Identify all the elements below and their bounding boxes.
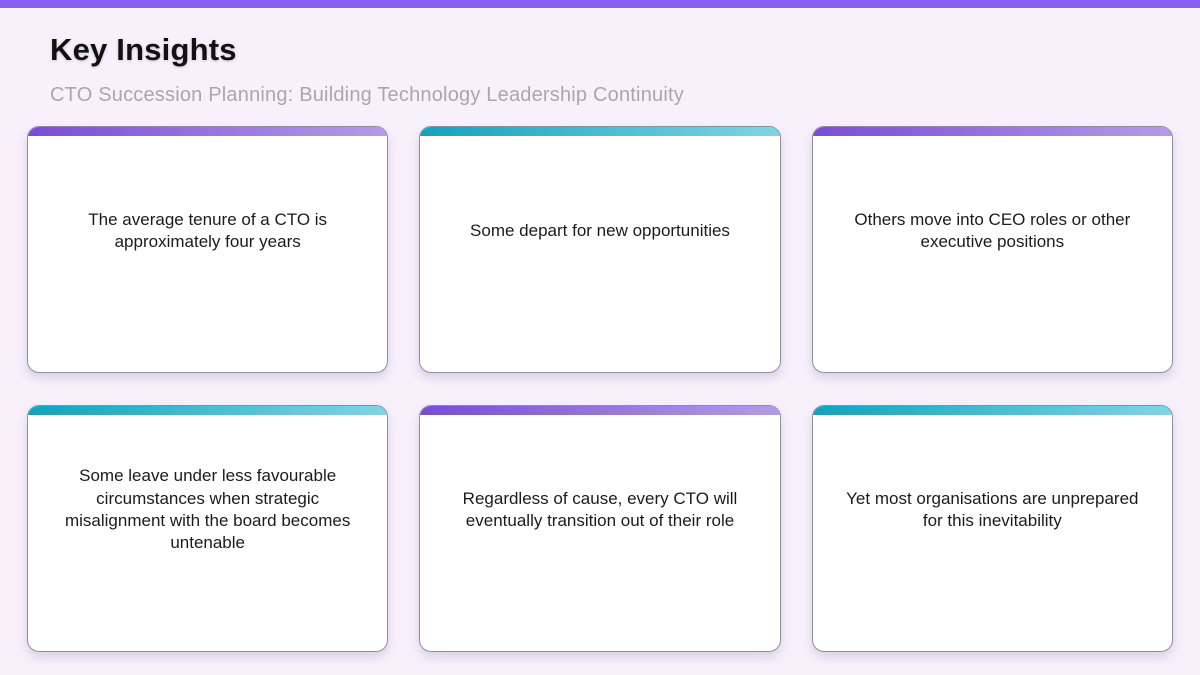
card-text: Others move into CEO roles or other exec… <box>854 209 1131 251</box>
card-body: The average tenure of a CTO is approxima… <box>28 136 387 372</box>
slide-header: Key Insights CTO Succession Planning: Bu… <box>0 8 1200 107</box>
card-body: Regardless of cause, every CTO will even… <box>420 415 779 651</box>
card-accent-strip <box>28 127 388 136</box>
card-body: Some leave under less favourable circums… <box>28 415 387 651</box>
card-text: Some leave under less favourable circums… <box>64 466 351 553</box>
card-body: Others move into CEO roles or other exec… <box>813 136 1172 372</box>
card-accent-strip <box>812 127 1172 136</box>
card-text: Some depart for new opportunities <box>470 220 730 240</box>
card-accent-strip <box>420 127 780 136</box>
insight-card: The average tenure of a CTO is approxima… <box>27 126 389 373</box>
top-accent-bar <box>0 0 1200 8</box>
insight-card: Yet most organisations are unprepared fo… <box>811 405 1173 652</box>
insight-card: Others move into CEO roles or other exec… <box>811 126 1173 373</box>
card-text: Yet most organisations are unprepared fo… <box>846 488 1139 530</box>
page-title: Key Insights <box>50 32 237 67</box>
card-body: Some depart for new opportunities <box>420 136 779 372</box>
insight-card: Some leave under less favourable circums… <box>27 405 389 652</box>
card-body: Yet most organisations are unprepared fo… <box>813 415 1172 651</box>
card-text: Regardless of cause, every CTO will even… <box>462 488 738 530</box>
card-text: The average tenure of a CTO is approxima… <box>88 209 328 251</box>
insight-card: Regardless of cause, every CTO will even… <box>419 405 781 652</box>
page-subtitle: CTO Succession Planning: Building Techno… <box>50 84 684 106</box>
card-accent-strip <box>812 406 1172 415</box>
card-accent-strip <box>420 406 780 415</box>
insight-grid: The average tenure of a CTO is approxima… <box>27 126 1173 652</box>
insight-card: Some depart for new opportunities <box>419 126 781 373</box>
card-accent-strip <box>28 406 388 415</box>
